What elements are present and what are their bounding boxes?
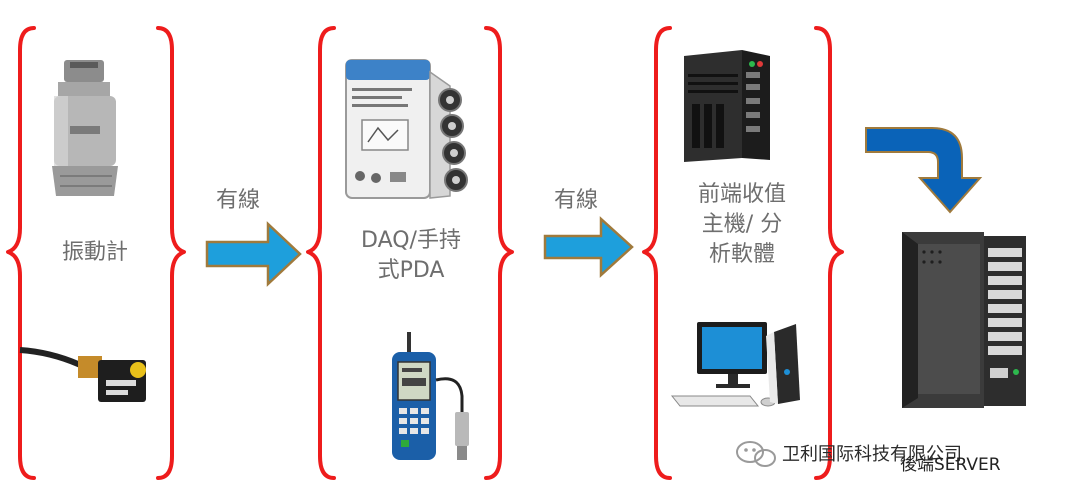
daq-label: DAQ/手持 式PDA	[336, 226, 486, 286]
frontend-label: 前端收值 主機/ 分 析軟體	[672, 180, 812, 270]
frontend-label-line-3: 析軟體	[708, 242, 775, 267]
wechat-icon	[736, 441, 776, 467]
bracket-1-left	[6, 26, 36, 480]
bracket-1-right	[156, 26, 186, 480]
watermark-company: 卫利国际科技有限公司	[782, 444, 962, 465]
bracket-3-left	[642, 26, 672, 480]
wired-label-2: 有線	[553, 188, 598, 213]
arrow-right-1	[205, 221, 302, 287]
handheld-analyzer-icon	[392, 332, 469, 460]
daq-label-line-2: 式PDA	[377, 258, 445, 283]
server-label: 後端SERVER	[900, 455, 1001, 475]
server-rack-icon	[902, 232, 1026, 408]
industrial-pc-icon	[684, 50, 770, 162]
bracket-2-right	[484, 26, 514, 480]
arrow-right-2	[543, 216, 634, 278]
arrow-bent-down	[865, 127, 983, 214]
frontend-label-line-2: 主機/ 分	[701, 212, 783, 237]
sensor-label: 振動計	[61, 240, 128, 265]
miniature-sensor-icon	[19, 347, 146, 402]
wired-label-1: 有線	[215, 188, 260, 213]
accelerometer-sensor-icon	[52, 60, 118, 196]
bracket-2-left	[306, 26, 336, 480]
bracket-3-right	[814, 26, 844, 480]
frontend-label-line-1: 前端收值	[697, 182, 786, 207]
daq-module-icon	[345, 59, 468, 199]
desktop-computer-icon	[670, 322, 800, 407]
daq-label-line-1: DAQ/手持	[361, 228, 461, 253]
